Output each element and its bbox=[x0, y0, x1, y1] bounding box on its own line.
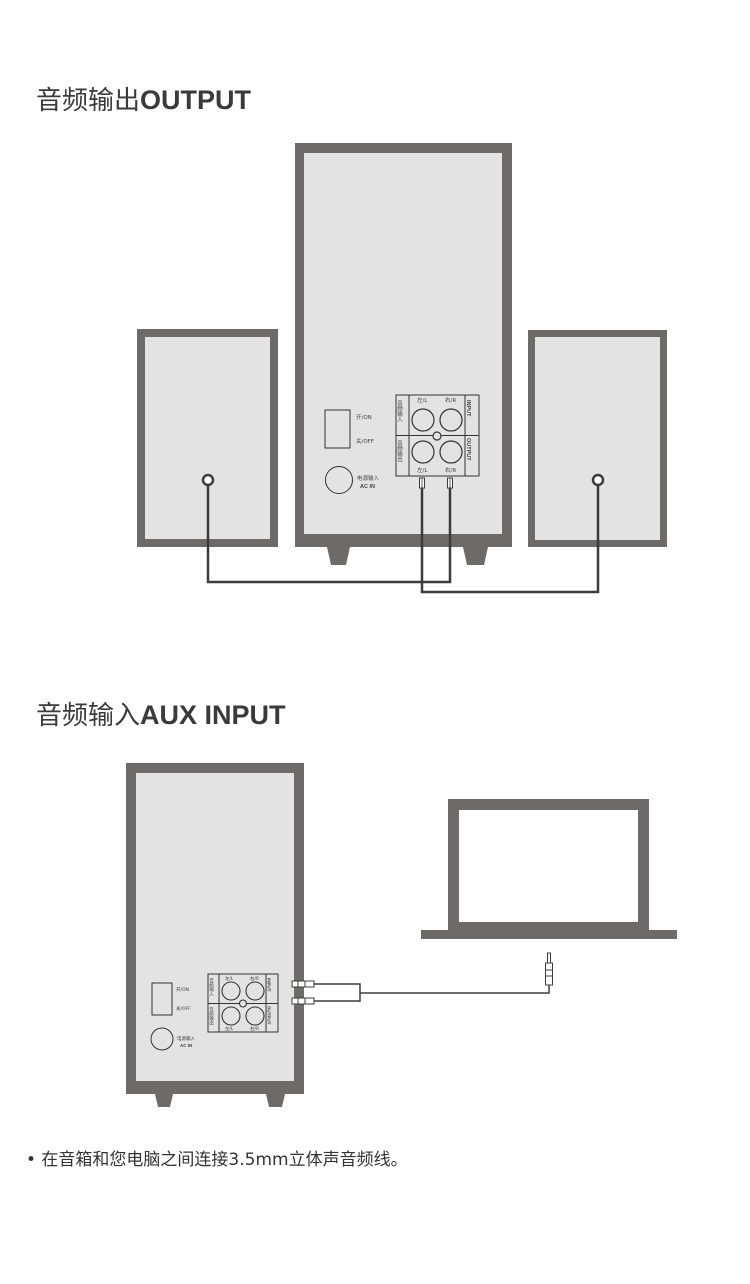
panel-output-cn: 音频输出 bbox=[396, 439, 403, 464]
output-title-en: OUTPUT bbox=[140, 85, 252, 115]
left-speaker-jack bbox=[201, 473, 215, 487]
aux-rca-plug-top bbox=[291, 980, 315, 988]
aux-ac-in-en-label: AC IN bbox=[180, 1043, 192, 1048]
rca-out-right bbox=[439, 440, 463, 464]
subwoofer-foot-right bbox=[463, 547, 488, 565]
rca-plug-left bbox=[419, 477, 425, 489]
aux-rca-out-right bbox=[245, 1006, 265, 1026]
power-switch bbox=[324, 409, 351, 449]
panel-output-left-label: 左/L bbox=[417, 466, 428, 474]
ac-in-en-label: AC IN bbox=[360, 484, 375, 490]
subwoofer-aux-foot-left bbox=[155, 1094, 173, 1107]
aux-ac-inlet bbox=[150, 1027, 174, 1051]
aux-rca-in-left bbox=[221, 981, 241, 1001]
power-on-label: 开/ON bbox=[356, 414, 372, 421]
rca-in-left bbox=[411, 408, 435, 432]
rca-out-left bbox=[411, 440, 435, 464]
panel-input-cn: 音频输入 bbox=[396, 399, 403, 423]
panel-input-left-label: 左/L bbox=[417, 396, 428, 404]
output-section-title: 音频输出OUTPUT bbox=[36, 80, 251, 117]
ac-in-cn-label: 电源输入 bbox=[357, 474, 380, 482]
panel-input-en: INPUT bbox=[465, 400, 471, 417]
panel-output-right-label: 右/R bbox=[445, 466, 456, 474]
cable-to-left-speaker bbox=[206, 486, 452, 584]
aux-panel-input-cn: 音频输入 bbox=[209, 977, 214, 997]
aux-rca-out-left bbox=[221, 1006, 241, 1026]
aux-panel-output-right-label: 右/R bbox=[250, 1025, 259, 1032]
panel-input-right-label: 右/R bbox=[445, 396, 456, 404]
aux-panel-input-en: INPUT bbox=[267, 978, 272, 992]
connection-note: • 在音箱和您电脑之间连接3.5mm立体声音频线。 bbox=[26, 1150, 408, 1170]
subwoofer-aux-foot-right bbox=[266, 1094, 285, 1107]
laptop-screen bbox=[459, 810, 638, 922]
panel-screw bbox=[432, 431, 442, 441]
aux-panel-screw bbox=[238, 999, 248, 1008]
aux-panel-input-right-label: 右/R bbox=[250, 975, 259, 982]
aux-3-5mm-plug bbox=[545, 952, 553, 986]
cable-to-right-speaker bbox=[420, 486, 600, 594]
input-section-title: 音频输入AUX INPUT bbox=[36, 695, 286, 732]
aux-rca-plug-bottom bbox=[291, 997, 315, 1005]
panel-output-en: OUTPUT bbox=[465, 438, 471, 461]
rca-plug-right bbox=[447, 477, 453, 489]
subwoofer-foot-left bbox=[327, 547, 350, 565]
aux-panel-output-en: OUTPUT bbox=[267, 1006, 272, 1025]
rca-in-right bbox=[439, 408, 463, 432]
laptop bbox=[421, 799, 677, 939]
ac-inlet bbox=[325, 466, 353, 494]
input-title-cn: 音频输入 bbox=[36, 701, 141, 731]
laptop-base bbox=[421, 930, 677, 939]
power-off-label: 关/OFF bbox=[356, 437, 374, 445]
aux-power-off-label: 关/OFF bbox=[176, 1005, 191, 1012]
aux-cable bbox=[360, 985, 550, 994]
subwoofer: 开/ON 关/OFF 电源输入 AC IN 音频输入 音频输出 INPUT OU… bbox=[295, 143, 512, 565]
aux-y-cable-split bbox=[314, 983, 361, 1002]
aux-panel-output-cn: 音频输出 bbox=[209, 1006, 214, 1027]
aux-power-on-label: 开/ON bbox=[176, 987, 189, 993]
aux-panel-input-left-label: 左/L bbox=[225, 975, 234, 982]
output-title-cn: 音频输出 bbox=[36, 86, 141, 116]
aux-rca-in-right bbox=[245, 981, 265, 1001]
subwoofer-aux: 开/ON 关/OFF 电源输入 AC IN 音频输入 音频输出 INPUT OU… bbox=[126, 763, 304, 1107]
input-title-en: AUX INPUT bbox=[140, 700, 286, 730]
aux-panel-output-left-label: 左/L bbox=[225, 1025, 234, 1032]
right-speaker-jack bbox=[591, 473, 605, 487]
aux-ac-in-cn-label: 电源输入 bbox=[177, 1035, 195, 1042]
aux-power-switch bbox=[151, 982, 173, 1016]
